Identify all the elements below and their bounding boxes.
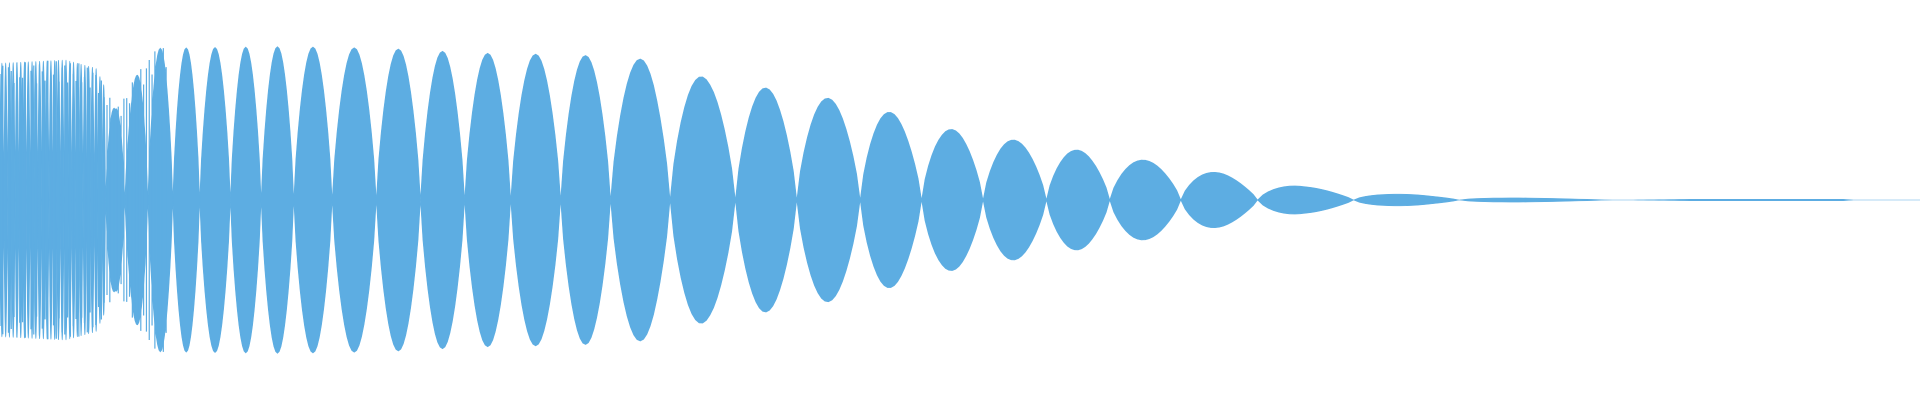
waveform-body [0,46,1920,354]
waveform-dense-attack [0,48,167,352]
waveform-attack-spikes [0,48,167,352]
